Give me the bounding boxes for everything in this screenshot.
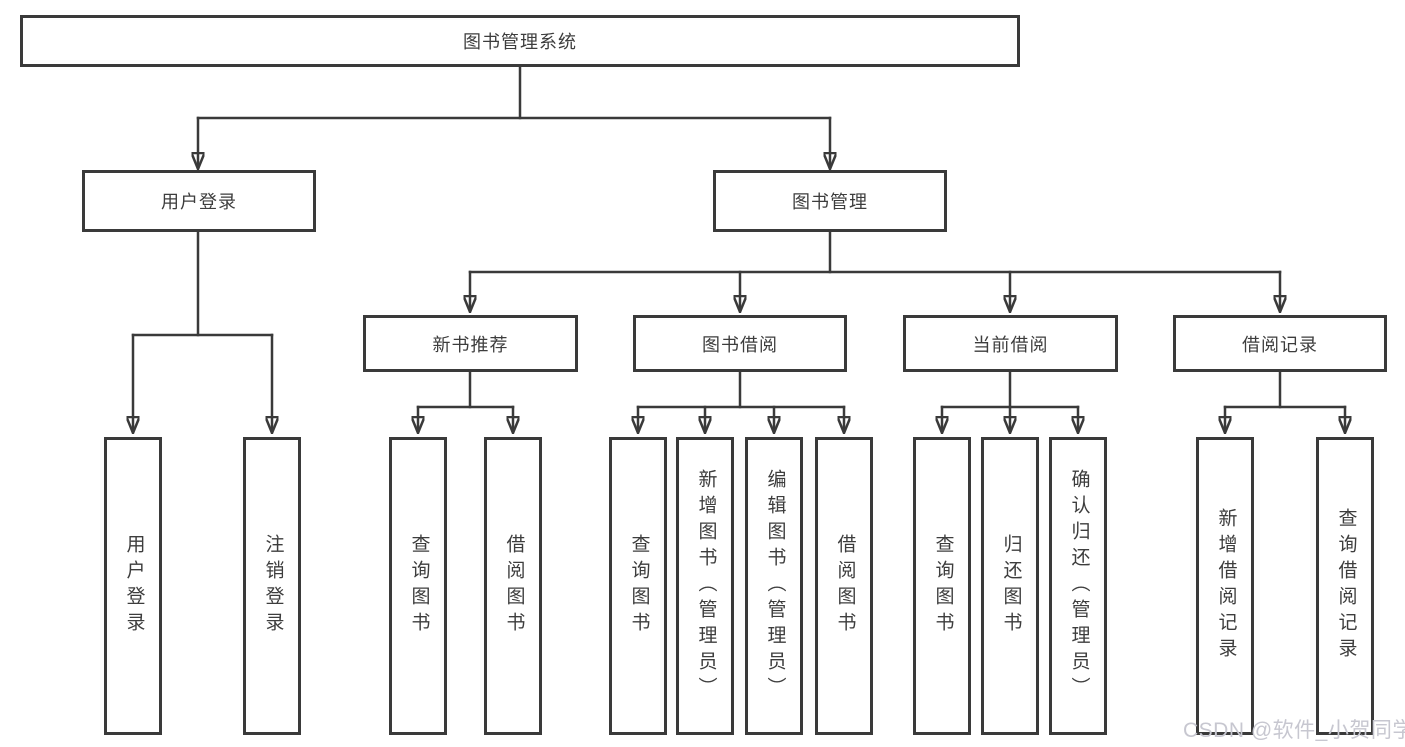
- node-label: 新书推荐: [432, 334, 509, 355]
- node-label: 图书管理系统: [463, 32, 577, 52]
- node-label: 借阅图书: [834, 534, 856, 638]
- connector-user-login-children: [133, 230, 272, 432]
- leaf-logout-login: 注销登录: [243, 437, 301, 735]
- node-label: 借阅记录: [1242, 334, 1318, 355]
- connector-root-to-level2: [198, 63, 830, 168]
- connector-book-borrow-children: [638, 370, 844, 432]
- node-label: 借阅图书: [503, 534, 525, 638]
- connector-book-management-children: [470, 230, 1280, 311]
- node-user-login: 用户登录: [82, 170, 316, 232]
- connector-borrow-record-children: [1225, 370, 1345, 432]
- node-label: 查询图书: [932, 534, 954, 638]
- leaf-query-books-recommend: 查询图书: [389, 437, 447, 735]
- node-label: 图书借阅: [702, 334, 778, 355]
- connector-new-book-children: [418, 370, 513, 432]
- leaf-add-borrow-record: 新增借阅记录: [1196, 437, 1254, 735]
- csdn-watermark: CSDN @软件_小贺同学: [1183, 719, 1405, 742]
- node-label: 新增借阅记录: [1215, 508, 1237, 664]
- leaf-edit-books-admin: 编辑图书（管理员）: [745, 437, 803, 735]
- node-root-library-system: 图书管理系统: [20, 15, 1020, 67]
- node-label: 用户登录: [161, 192, 237, 212]
- node-new-book-recommend: 新书推荐: [363, 315, 578, 372]
- connector-current-borrow-children: [942, 370, 1078, 432]
- leaf-confirm-return-admin: 确认归还（管理员）: [1049, 437, 1107, 735]
- node-label: 用户登录: [123, 534, 145, 638]
- leaf-borrow-books: 借阅图书: [815, 437, 873, 735]
- leaf-return-books: 归还图书: [981, 437, 1039, 735]
- node-label: 当前借阅: [972, 334, 1049, 355]
- node-label: 注销登录: [262, 534, 284, 638]
- leaf-query-borrow-record: 查询借阅记录: [1316, 437, 1374, 735]
- node-borrow-records: 借阅记录: [1173, 315, 1387, 372]
- leaf-add-books-admin: 新增图书（管理员）: [676, 437, 734, 735]
- leaf-query-books-current: 查询图书: [913, 437, 971, 735]
- node-label: 归还图书: [1000, 534, 1022, 638]
- node-label: 查询借阅记录: [1335, 508, 1357, 664]
- node-label: 查询图书: [408, 534, 430, 638]
- node-label: 新增图书（管理员）: [695, 469, 717, 703]
- node-current-borrow: 当前借阅: [903, 315, 1118, 372]
- node-label: 图书管理: [792, 192, 868, 212]
- node-label: 编辑图书（管理员）: [764, 469, 786, 703]
- node-book-management: 图书管理: [713, 170, 947, 232]
- leaf-query-books-borrow: 查询图书: [609, 437, 667, 735]
- leaf-borrow-books-recommend: 借阅图书: [484, 437, 542, 735]
- node-label: 确认归还（管理员）: [1068, 469, 1090, 703]
- leaf-user-login: 用户登录: [104, 437, 162, 735]
- node-label: 查询图书: [628, 534, 650, 638]
- node-book-borrow: 图书借阅: [633, 315, 847, 372]
